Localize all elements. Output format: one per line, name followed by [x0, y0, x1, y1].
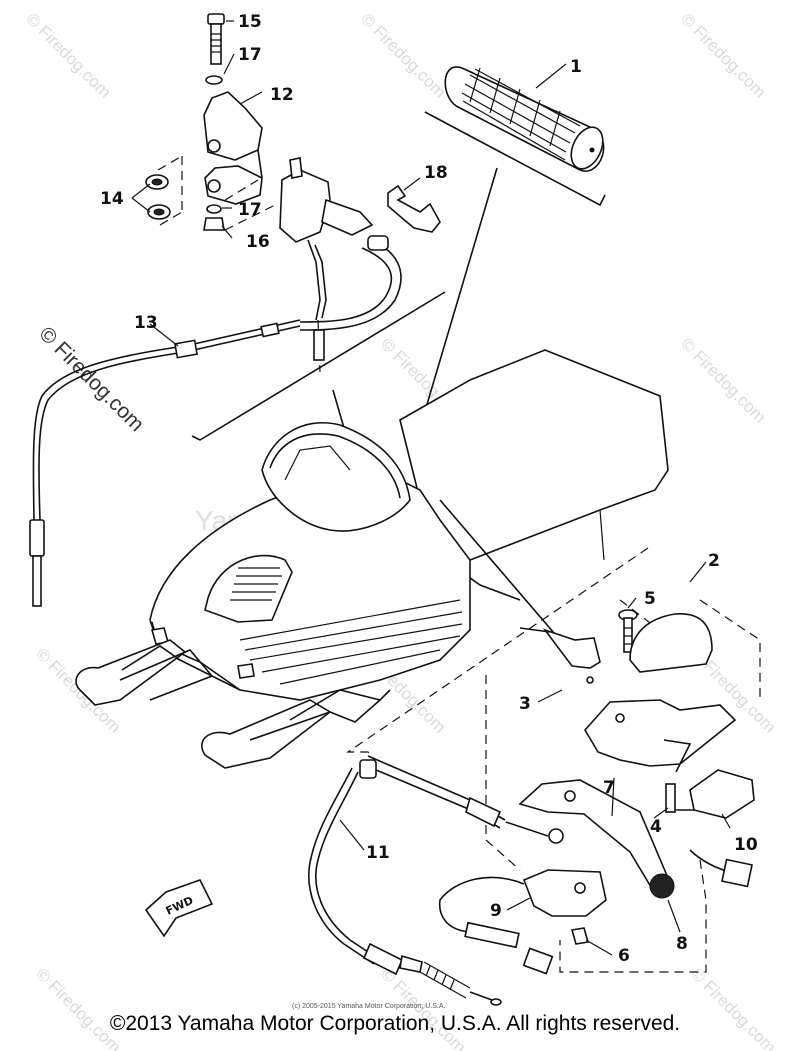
pin-part	[665, 783, 676, 813]
callout-13: 13	[134, 313, 158, 333]
callout-15: 15	[238, 12, 262, 32]
callout-5: 5	[644, 589, 656, 609]
watermark-text: © Firedog.com	[677, 9, 769, 101]
callout-11: 11	[366, 843, 390, 863]
watermark-text: © Firedog.com	[357, 9, 449, 101]
grip-part	[444, 66, 605, 172]
footer-copyright: ©2013 Yamaha Motor Corporation, U.S.A. A…	[109, 1012, 681, 1035]
callout-17: 17	[238, 200, 262, 220]
callout-labels: 1 2 3 4 5 6 7 8 9 10 11 12 13 14 15 16 1…	[100, 12, 758, 966]
watermark-text: © Firedog.com	[687, 964, 779, 1051]
nut-part	[203, 217, 225, 231]
watermark-text: © Firedog.com	[677, 334, 769, 426]
kill-switch-part	[438, 869, 607, 975]
callout-16: 16	[246, 232, 270, 252]
throttle-cable-part	[29, 235, 402, 607]
grommet-part	[145, 174, 171, 220]
washer-part	[206, 204, 222, 214]
callout-18: 18	[424, 163, 448, 183]
brake-cable-part	[308, 755, 564, 1006]
watermark-text: © Firedog.com	[32, 964, 124, 1051]
callout-12: 12	[270, 85, 294, 105]
snowmobile-body	[149, 349, 669, 701]
callout-14: 14	[100, 189, 124, 209]
bracket-part	[203, 91, 263, 205]
callout-3: 3	[519, 694, 531, 714]
watermark-text: © Firedog.com	[22, 9, 114, 101]
bolt-part	[207, 13, 225, 65]
lever-bracket-part	[584, 699, 737, 773]
callout-17: 17	[238, 45, 262, 65]
clip-part	[387, 184, 441, 233]
callout-7: 7	[603, 778, 615, 798]
assembly-outline	[346, 547, 649, 761]
ski-part	[75, 639, 391, 769]
cover-part	[629, 613, 713, 673]
watermark-diagonal-left: © Firedog.com	[34, 322, 148, 436]
screw-part	[618, 609, 638, 653]
leader-lines	[131, 20, 731, 956]
callout-10: 10	[734, 835, 758, 855]
callout-4: 4	[650, 817, 662, 837]
nut-part	[570, 927, 590, 945]
callout-9: 9	[490, 901, 502, 921]
throttle-housing-part	[279, 157, 374, 373]
callout-1: 1	[570, 57, 582, 77]
callout-6: 6	[618, 946, 630, 966]
switch-part	[676, 769, 755, 888]
callout-8: 8	[676, 934, 688, 954]
callout-2: 2	[708, 551, 720, 571]
brake-lever-part	[518, 779, 675, 899]
fwd-arrow-icon: FWD	[144, 879, 214, 938]
holder-part	[519, 627, 601, 684]
washer-part	[205, 75, 223, 85]
inner-copyright: (c) 2005-2015 Yamaha Motor Corporation, …	[292, 1003, 445, 1010]
